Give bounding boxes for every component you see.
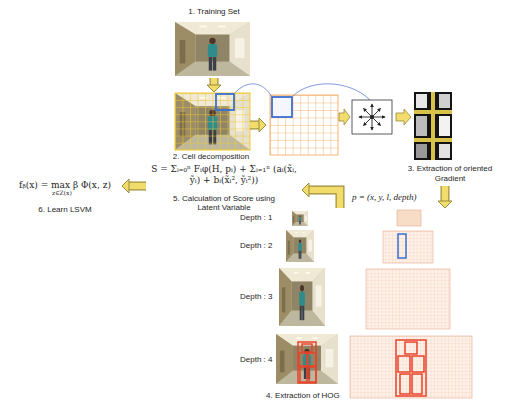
- zoom-leader: [292, 84, 370, 100]
- position-formula: p = (x, y, l, depth): [352, 192, 417, 203]
- arrow-head: [207, 85, 221, 92]
- step-caption: 4. Extraction of HOG: [266, 391, 376, 401]
- depth-label: Depth : 4: [240, 355, 272, 365]
- arrow-outline: [441, 186, 450, 201]
- arrow-head: [302, 183, 309, 197]
- step-caption: 2. Cell decomposition: [172, 152, 250, 162]
- arrow-outline: [129, 182, 146, 191]
- arrow-head: [122, 179, 129, 193]
- arrow-outline: [309, 190, 340, 208]
- arrow-body: [442, 186, 449, 201]
- block-arrow: [302, 183, 340, 208]
- arrow-outline: [210, 78, 219, 85]
- arrow-head: [438, 201, 452, 208]
- block-arrow: [396, 109, 411, 125]
- arrow-outline: [250, 121, 259, 130]
- stage-region: 3. Extraction of oriented Gradient: [266, 92, 508, 186]
- depth-label: Depth : 3: [240, 292, 272, 302]
- block-arrow: [122, 179, 146, 193]
- stage-region: S = Σᵢ₌₀ⁿ Fᵢφ(H, pᵢ) + Σᵢ₌₁ⁿ (aᵢ(x̃ᵢ, ỹᵢ…: [146, 160, 302, 230]
- cell-grid-photo: [175, 93, 250, 150]
- step-caption: 3. Extraction of oriented Gradient: [394, 164, 506, 183]
- stage-region: 2. Cell decomposition: [172, 92, 250, 174]
- stage-region: 4. Extraction of HOG: [238, 208, 476, 403]
- arrow-body: [250, 122, 259, 129]
- arrow-body: [211, 78, 218, 85]
- step-caption: 6. Learn LSVM: [8, 205, 122, 215]
- depth-label: Depth : 2: [240, 241, 272, 251]
- zoom-leader: [234, 84, 272, 97]
- arrow-head: [259, 118, 266, 132]
- hog-cell-image: [414, 92, 452, 160]
- hog-pyramid: [350, 210, 472, 398]
- block-arrow: [250, 118, 266, 132]
- step-caption: 1. Training Set: [172, 7, 256, 17]
- arrow-body: [309, 190, 340, 208]
- max-subscript: z∈Z(x): [52, 189, 72, 196]
- gradient-directions: [352, 100, 392, 134]
- arrow-body: [129, 183, 146, 190]
- block-arrow: [207, 78, 221, 92]
- stage-region: 1. Training Set: [172, 2, 256, 78]
- training-photo: [175, 22, 250, 76]
- block-arrow: [438, 186, 452, 208]
- cell-grid: [270, 95, 338, 155]
- score-formula: S = Σᵢ₌₀ⁿ Fᵢφ(H, pᵢ) + Σᵢ₌₁ⁿ (aᵢ(x̃ᵢ, ỹᵢ…: [148, 164, 300, 186]
- image-pyramid: [276, 211, 338, 384]
- step-caption: 5. Calculation of Score using Latent Var…: [166, 194, 282, 213]
- depth-label: Depth : 1: [240, 213, 272, 223]
- block-arrow: [339, 109, 350, 125]
